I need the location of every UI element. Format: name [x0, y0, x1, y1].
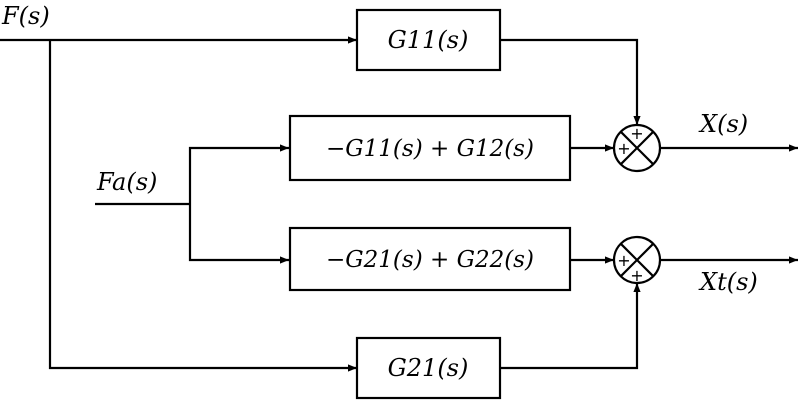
- block-mid-upper: −G11(s) + G12(s): [288, 114, 572, 182]
- signal-fa-label: Fa(s): [96, 168, 157, 196]
- block-g21-label: G21(s): [388, 354, 469, 382]
- block-mid-lower-label: −G21(s) + G22(s): [326, 247, 534, 273]
- wire-g21-to-sum-lower: [500, 283, 641, 370]
- block-g11: G11(s): [355, 8, 502, 72]
- signal-f-label: F(s): [1, 2, 50, 30]
- signal-x-label: X(s): [698, 110, 748, 138]
- sum-lower-sign-bottom: +: [630, 266, 643, 285]
- wire-fa-to-mid-upper: [188, 144, 289, 204]
- sum-junction-upper: + +: [612, 123, 662, 173]
- wire-f-to-g21: [48, 40, 357, 372]
- sum-upper-sign-top: +: [630, 124, 643, 143]
- sum-lower-sign-left: +: [617, 251, 630, 270]
- block-mid-upper-label: −G11(s) + G12(s): [326, 136, 534, 162]
- sum-upper-sign-left: +: [617, 139, 630, 158]
- block-g11-label: G11(s): [388, 26, 469, 54]
- wire-g11-to-sum-upper: [500, 38, 641, 125]
- block-mid-lower: −G21(s) + G22(s): [288, 226, 572, 292]
- wire-fa-to-mid-lower: [188, 204, 289, 264]
- block-g21: G21(s): [355, 336, 502, 400]
- signal-xt-label: Xt(s): [698, 268, 758, 296]
- sum-junction-lower: + +: [612, 235, 662, 285]
